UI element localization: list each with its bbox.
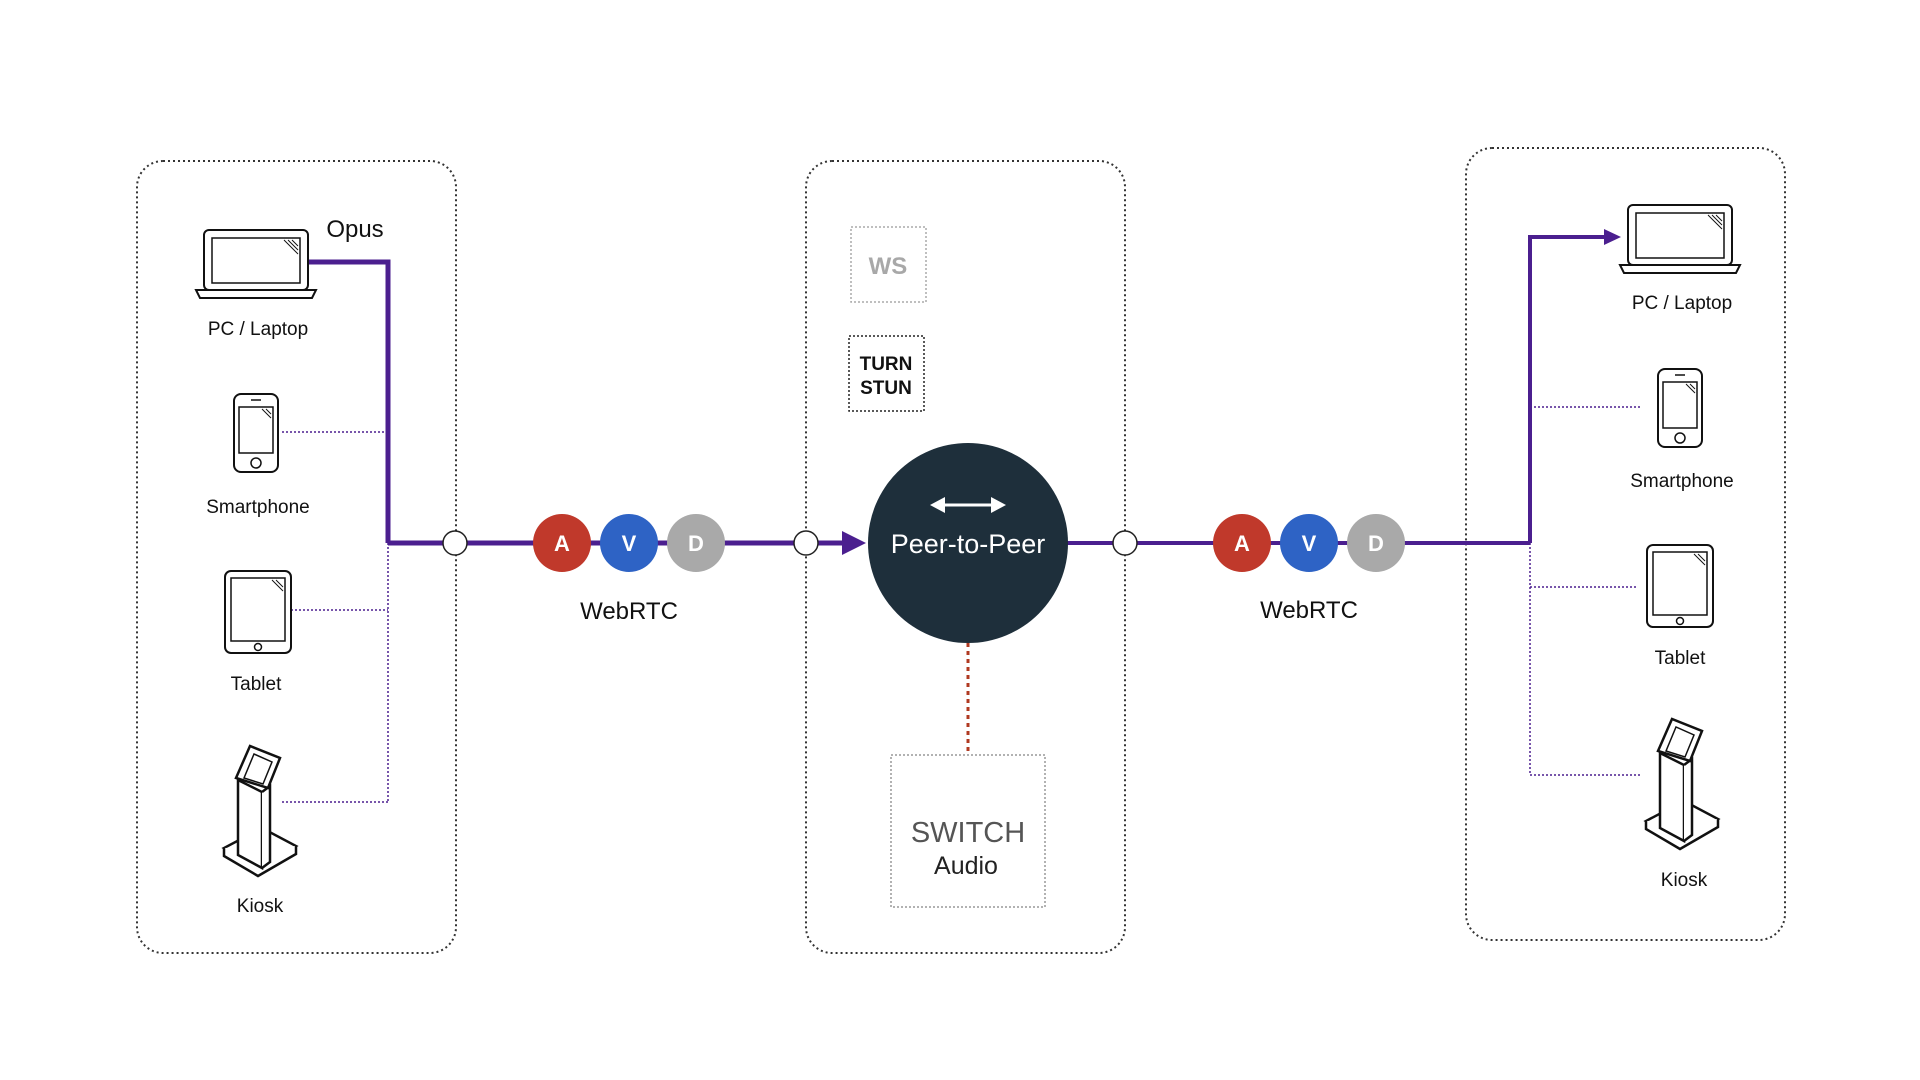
badge-circle bbox=[533, 514, 591, 572]
kiosk-icon bbox=[1643, 717, 1721, 851]
left-protocol-label: WebRTC bbox=[580, 598, 678, 625]
left-panel bbox=[136, 160, 457, 954]
left-device-label-tablet: Tablet bbox=[231, 674, 282, 695]
left-badge-video: V bbox=[600, 514, 658, 572]
switch-title: SWITCH bbox=[911, 817, 1025, 849]
ws-label: WS bbox=[869, 253, 908, 280]
badge-letter: A bbox=[554, 531, 570, 556]
ws-box: WS bbox=[850, 226, 927, 303]
badge-letter: V bbox=[622, 531, 637, 556]
arrow-into-hub-icon bbox=[842, 531, 866, 555]
turn-label: TURN bbox=[860, 354, 913, 375]
center-out-junction-node bbox=[1112, 530, 1138, 556]
right-device-label-laptop: PC / Laptop bbox=[1632, 293, 1732, 314]
codec-label: Opus bbox=[326, 216, 383, 243]
center-in-junction-node bbox=[793, 530, 819, 556]
right-badge-data: D bbox=[1347, 514, 1405, 572]
left-badge-data: D bbox=[667, 514, 725, 572]
right-protocol-label: WebRTC bbox=[1260, 597, 1358, 624]
badge-circle bbox=[1280, 514, 1338, 572]
badge-circle bbox=[667, 514, 725, 572]
right-device-label-tablet: Tablet bbox=[1655, 648, 1706, 669]
smartphone-icon bbox=[1657, 368, 1703, 448]
badge-letter: V bbox=[1302, 531, 1317, 556]
right-device-label-kiosk: Kiosk bbox=[1661, 870, 1708, 891]
arrow-to-right-laptop-icon bbox=[1604, 229, 1621, 245]
left-device-label-kiosk: Kiosk bbox=[237, 896, 284, 917]
badge-circle bbox=[1347, 514, 1405, 572]
left-junction-node bbox=[442, 530, 468, 556]
right-device-connectors bbox=[1065, 235, 1640, 776]
right-badge-audio: A bbox=[1213, 514, 1271, 572]
laptop-icon bbox=[194, 229, 318, 299]
tablet-icon bbox=[1646, 544, 1714, 628]
hub-label: Peer-to-Peer bbox=[891, 529, 1046, 559]
badge-letter: D bbox=[688, 531, 704, 556]
bidirectional-arrow-icon bbox=[930, 497, 1006, 513]
right-badge-video: V bbox=[1280, 514, 1338, 572]
right-device-label-smartphone: Smartphone bbox=[1630, 471, 1734, 492]
stun-label: STUN bbox=[860, 378, 912, 399]
turn-stun-box: TURN STUN bbox=[848, 335, 925, 412]
peer-to-peer-hub: Peer-to-Peer bbox=[868, 443, 1068, 643]
smartphone-icon bbox=[233, 393, 279, 473]
badge-circle bbox=[1213, 514, 1271, 572]
badge-circle bbox=[600, 514, 658, 572]
left-badge-audio: A bbox=[533, 514, 591, 572]
kiosk-icon bbox=[221, 744, 299, 878]
switch-subtitle: Audio bbox=[934, 852, 998, 880]
center-panel bbox=[805, 160, 1126, 954]
laptop-icon bbox=[1618, 204, 1742, 274]
badge-letter: D bbox=[1368, 531, 1384, 556]
tablet-icon bbox=[224, 570, 292, 654]
switch-audio-box: SWITCH Audio bbox=[890, 754, 1046, 908]
left-device-label-smartphone: Smartphone bbox=[206, 497, 310, 518]
badge-letter: A bbox=[1234, 531, 1250, 556]
left-device-label-laptop: PC / Laptop bbox=[208, 319, 308, 340]
